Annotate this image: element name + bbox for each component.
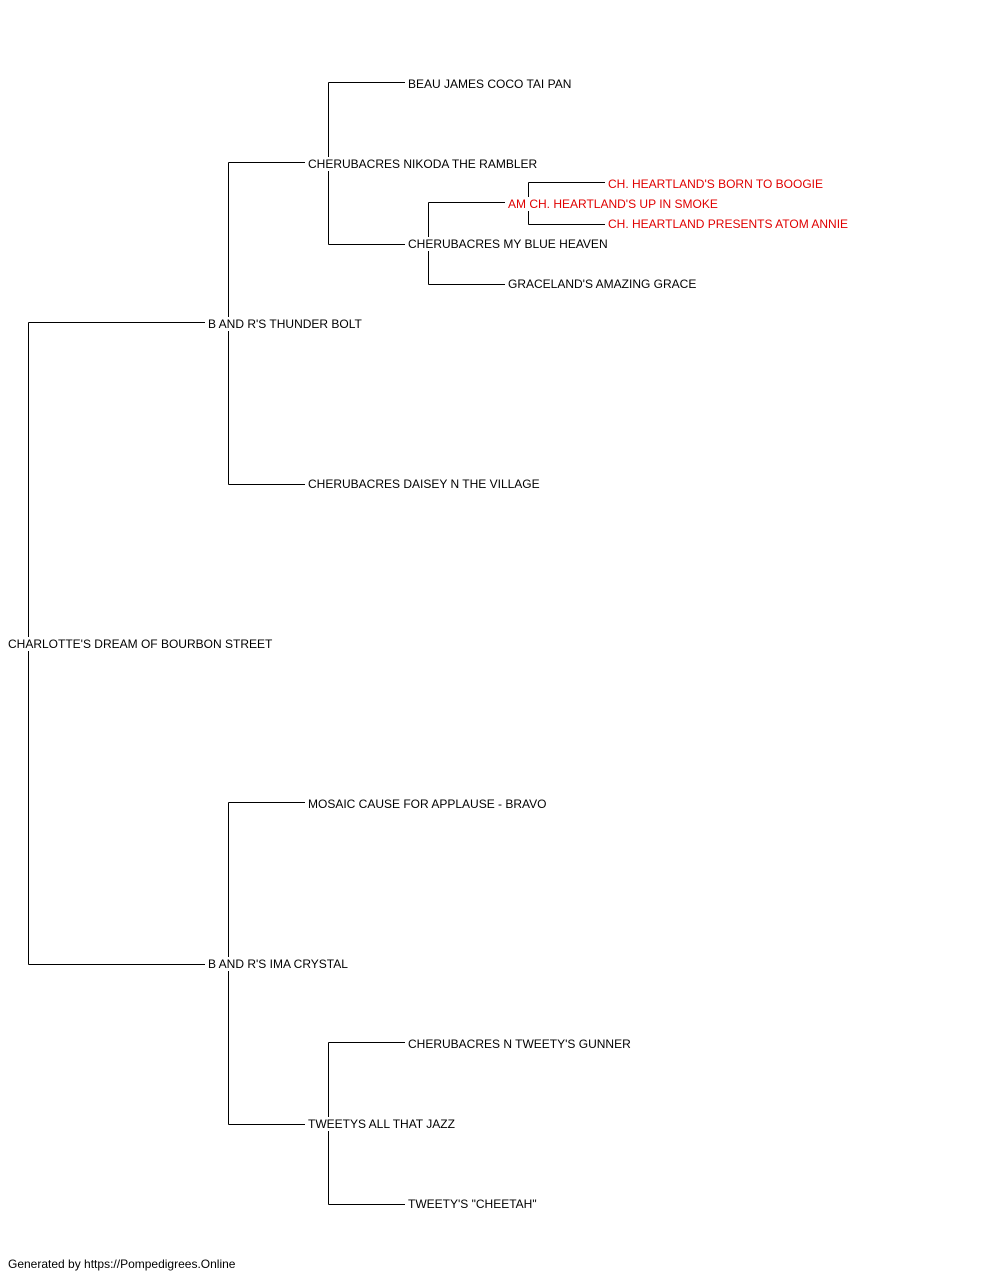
sire-sire-dam-sire-sire-name: CH. HEARTLAND'S BORN TO BOOGIE	[608, 177, 824, 191]
generated-by-footer: Generated by https://Pompedigrees.Online	[8, 1257, 236, 1271]
dam-sire-name: MOSAIC CAUSE FOR APPLAUSE - BRAVO	[308, 797, 547, 811]
sire-sire-dam-dam-name: GRACELAND'S AMAZING GRACE	[508, 277, 697, 291]
dam-dam-dam-name: TWEETY'S "CHEETAH"	[408, 1197, 537, 1211]
dam-dam-sire-name: CHERUBACRES N TWEETY'S GUNNER	[408, 1037, 631, 1051]
sire-sire-name: CHERUBACRES NIKODA THE RAMBLER	[308, 157, 538, 171]
sire-sire-sire-name: BEAU JAMES COCO TAI PAN	[408, 77, 572, 91]
sire-sire-dam-sire-dam-name: CH. HEARTLAND PRESENTS ATOM ANNIE	[608, 217, 849, 231]
subject-name: CHARLOTTE'S DREAM OF BOURBON STREET	[8, 637, 273, 651]
sire-name: B AND R'S THUNDER BOLT	[208, 317, 362, 331]
sire-dam-name: CHERUBACRES DAISEY N THE VILLAGE	[308, 477, 540, 491]
sire-sire-dam-sire-name: AM CH. HEARTLAND'S UP IN SMOKE	[508, 197, 718, 211]
sire-sire-dam-name: CHERUBACRES MY BLUE HEAVEN	[408, 237, 608, 251]
dam-dam-name: TWEETYS ALL THAT JAZZ	[308, 1117, 455, 1131]
dam-name: B AND R'S IMA CRYSTAL	[208, 957, 348, 971]
